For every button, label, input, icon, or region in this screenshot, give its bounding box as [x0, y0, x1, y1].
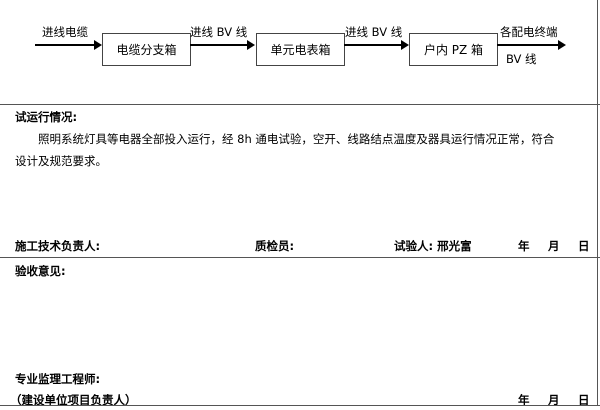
qc-signature: 质检员: [255, 239, 295, 253]
box-label: 单元电表箱 [270, 43, 331, 57]
divider [0, 257, 600, 258]
box-label: 户内 PZ 箱 [423, 43, 484, 57]
date-year: 年 [518, 239, 530, 253]
trial-run-body-line1: 照明系统灯具等电器全部投入运行，经 8h 通电试验，空开、线路结点温度及器具运行… [38, 132, 555, 146]
arrow-line [35, 44, 95, 46]
link-label-1: 进线 BV 线 [190, 25, 248, 39]
divider [0, 405, 600, 406]
arrow-head-icon [558, 40, 566, 50]
output-label-bottom: BV 线 [506, 52, 537, 66]
tester-signature: 试验人: 邢光富 [394, 239, 472, 253]
output-label-top: 各配电终端 [500, 25, 558, 39]
diagram-box-1: 电缆分支箱 [102, 33, 191, 66]
trial-run-heading: 试运行情况: [15, 110, 78, 124]
date-month: 月 [548, 393, 560, 407]
arrow-line [344, 44, 402, 46]
arrow-head-icon [401, 40, 409, 50]
owner-signature: （建设单位项目负责人） [10, 393, 137, 407]
input-label: 进线电缆 [42, 25, 88, 39]
acceptance-heading: 验收意见: [15, 264, 66, 278]
right-border [597, 0, 598, 406]
date-year: 年 [518, 393, 530, 407]
box-label: 电缆分支箱 [116, 43, 177, 57]
tech-lead-signature: 施工技术负责人: [15, 239, 101, 253]
arrow-line [497, 44, 559, 46]
date-day: 日 [578, 393, 590, 407]
divider [0, 104, 600, 105]
arrow-line [190, 44, 248, 46]
arrow-head-icon [94, 40, 102, 50]
trial-run-body-line2: 设计及规范要求。 [15, 154, 107, 168]
date-day: 日 [578, 239, 590, 253]
date-month: 月 [548, 239, 560, 253]
supervisor-signature: 专业监理工程师: [15, 372, 101, 386]
diagram-box-2: 单元电表箱 [256, 33, 345, 66]
diagram-box-3: 户内 PZ 箱 [409, 33, 498, 66]
link-label-2: 进线 BV 线 [345, 25, 403, 39]
arrow-head-icon [247, 40, 255, 50]
